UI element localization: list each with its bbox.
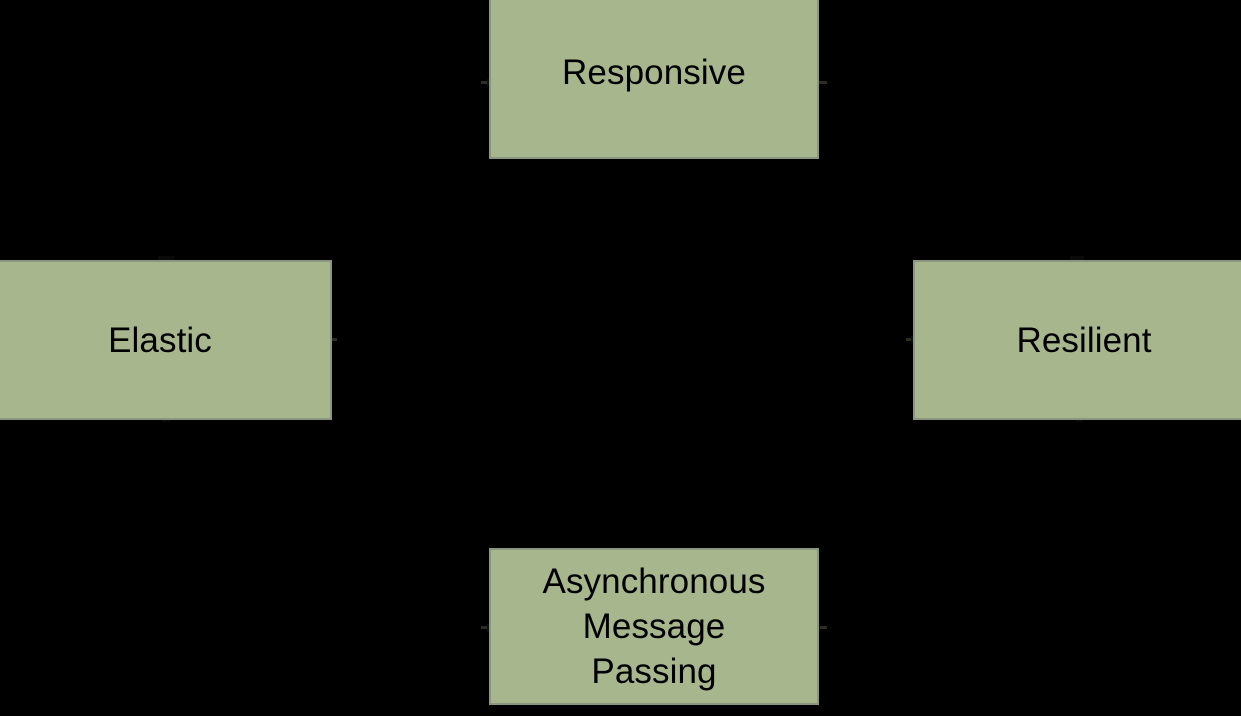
connector-elastic-right <box>329 338 337 341</box>
connector-async-right <box>818 626 827 629</box>
clipped-label-remnant-below-resilient <box>1076 419 1083 422</box>
node-elastic-label: Elastic <box>108 320 212 360</box>
node-resilient[interactable]: Resilient <box>913 260 1241 420</box>
connector-resilient-left <box>906 338 915 341</box>
node-asynchronous-message-passing[interactable]: Asynchronous Message Passing <box>489 548 819 705</box>
connector-responsive-right <box>818 81 827 84</box>
node-responsive[interactable]: Responsive <box>489 0 819 159</box>
node-asynchronous-message-passing-label: Asynchronous Message Passing <box>542 562 766 691</box>
node-responsive-label: Responsive <box>562 53 746 92</box>
clipped-label-remnant-below-elastic <box>162 419 170 422</box>
clipped-label-remnant-above-elastic <box>158 256 174 262</box>
connector-responsive-left <box>481 81 490 84</box>
clipped-label-remnant-above-resilient <box>1070 256 1084 262</box>
node-resilient-label: Resilient <box>1016 320 1152 360</box>
node-elastic[interactable]: Elastic <box>0 260 332 420</box>
connector-async-left <box>481 626 490 629</box>
